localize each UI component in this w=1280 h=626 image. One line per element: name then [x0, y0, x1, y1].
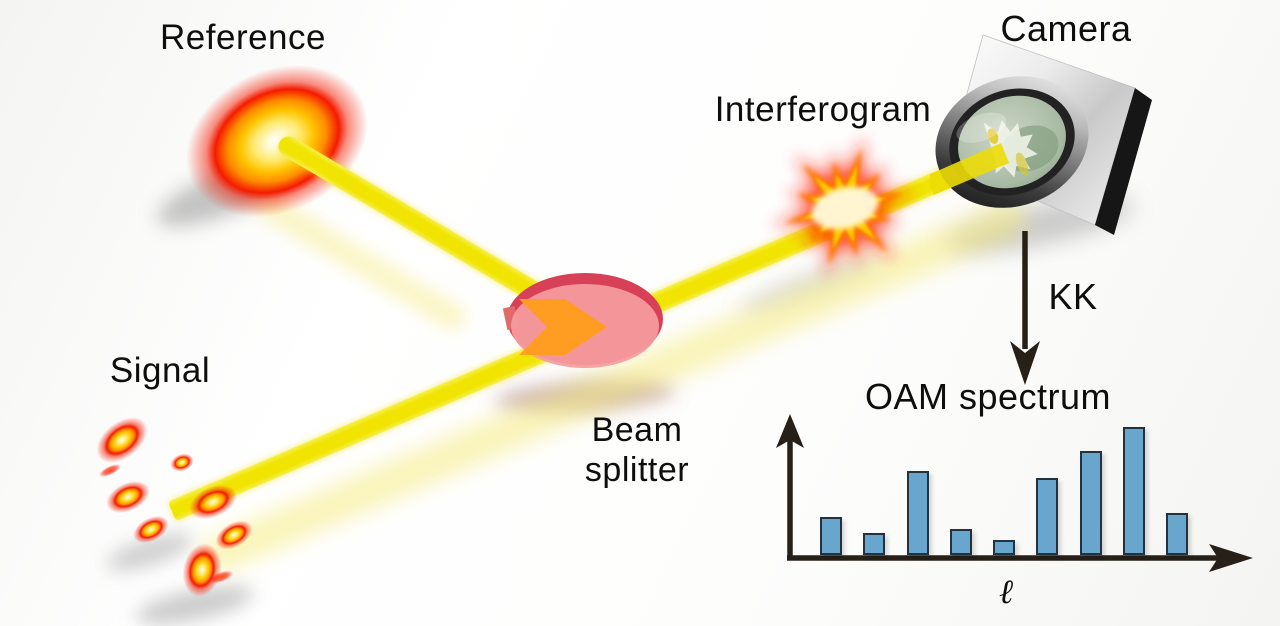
oam-bar-9: [1166, 513, 1188, 555]
oam-bar-2: [863, 533, 886, 555]
x-axis-label-ell: ℓ: [999, 572, 1015, 612]
signal-speckle: [88, 407, 156, 473]
splitter-beam-arrow: [519, 299, 607, 355]
camera-label: Camera: [1000, 8, 1132, 49]
beam-splitter-label-line2: splitter: [584, 451, 690, 489]
oam-bar-8: [1122, 427, 1145, 555]
oam-bar-7: [1079, 451, 1102, 555]
kk-arrow-icon: [1010, 231, 1040, 385]
signal-speckle: [101, 474, 155, 520]
oam-bar-3: [906, 471, 929, 555]
oam-bar-5: [993, 540, 1015, 555]
y-axis-arrowhead: [776, 414, 804, 448]
beam-splitter-label: Beam splitter: [585, 410, 689, 490]
oam-bars: [790, 427, 1220, 555]
camera-body-side: [1095, 88, 1152, 235]
oam-chart-axes: [776, 414, 1253, 572]
interferogram-label: Interferogram: [714, 90, 932, 129]
signal-label: Signal: [109, 351, 211, 390]
beam-splitter-label-line1: Beam: [591, 410, 683, 449]
camera-icon: [930, 34, 1152, 235]
reference-label: Reference: [160, 18, 326, 57]
signal-speckle: [167, 450, 197, 475]
interferogram-burst-icon: [771, 135, 915, 277]
oam-bar-1: [820, 517, 842, 555]
oam-bar-6: [1036, 478, 1059, 555]
kk-label: KK: [1048, 276, 1098, 317]
beam-into-lens: [930, 143, 1009, 195]
oam-spectrum-title: OAM spectrum: [864, 376, 1112, 417]
x-axis-arrowhead: [1209, 544, 1253, 572]
signal-speckle-dash: [97, 461, 123, 480]
beam-splitter-icon: [502, 273, 663, 368]
oam-bar-4: [949, 529, 972, 555]
